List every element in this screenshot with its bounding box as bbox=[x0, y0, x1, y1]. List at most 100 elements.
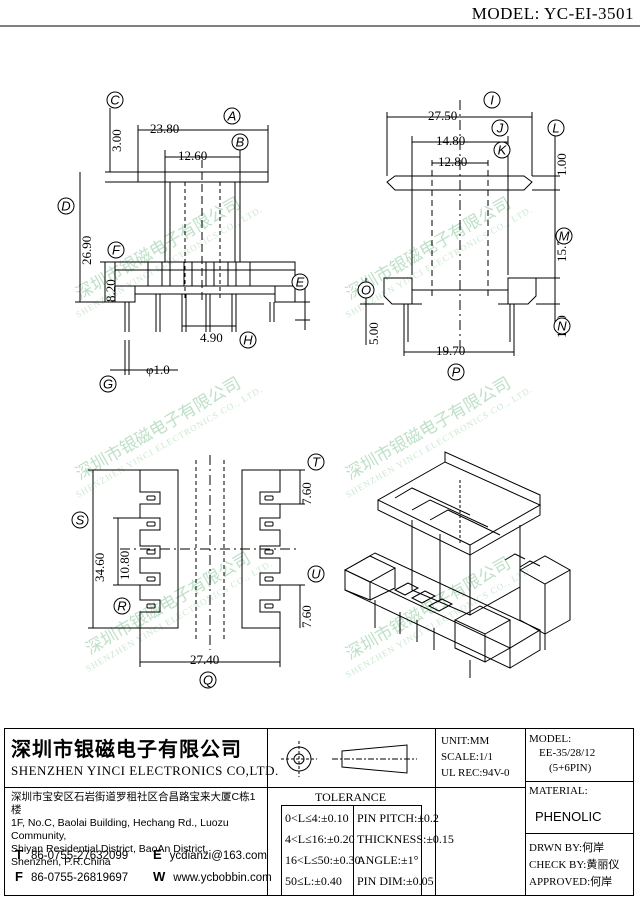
material-value: PHENOLIC bbox=[535, 809, 602, 824]
letter-bubble-i bbox=[483, 91, 501, 109]
letter-a: A bbox=[227, 109, 237, 124]
letter-r: R bbox=[117, 599, 126, 614]
dim-P: 19.70 bbox=[436, 343, 465, 358]
letter-bubble-n bbox=[553, 317, 571, 335]
tolerance-cell: PIN PITCH:±0.2 bbox=[357, 811, 439, 825]
dim-S: 34.60 bbox=[92, 553, 107, 582]
bottom-view: 34.60 10.80 7.60 7.60 27.40 bbox=[88, 455, 314, 667]
letter-u: U bbox=[311, 567, 321, 582]
letter-bubble-e bbox=[291, 273, 309, 291]
projection-symbol bbox=[281, 741, 417, 777]
letter-bubble-m bbox=[555, 227, 573, 245]
letter-bubble-p bbox=[447, 363, 465, 381]
company-name-cn: 深圳市银磁电子有限公司 bbox=[11, 737, 242, 761]
dim-T: 7.60 bbox=[299, 482, 314, 505]
dim-I: 27.50 bbox=[428, 108, 457, 123]
tolerance-cell: ANGLE:±1° bbox=[357, 853, 419, 867]
model-title: MODEL: YC-EI-3501 bbox=[471, 4, 634, 23]
watermark-cn-3: 深圳市银磁电子有限公司 bbox=[73, 374, 245, 485]
dim-U: 7.60 bbox=[299, 605, 314, 628]
dim-Q: 27.40 bbox=[190, 652, 219, 667]
letter-bubble-u bbox=[307, 565, 325, 583]
dim-J: 14.80 bbox=[436, 133, 465, 148]
dim-B: 12.60 bbox=[178, 148, 207, 163]
address: 深圳市宝安区石岩街道罗租社区合昌路宝来大厦C栋1楼 1F, No.C, Baol… bbox=[11, 791, 256, 868]
tolerance-cell: 16<L≤50:±0.30 bbox=[285, 853, 361, 867]
dim-F: 8.20 bbox=[103, 279, 118, 302]
letter-bubble-s bbox=[71, 511, 89, 529]
letter-bubble-l bbox=[547, 119, 565, 137]
letter-i: I bbox=[490, 93, 494, 108]
watermark-cn-5: 深圳市银磁电子有限公司 bbox=[83, 549, 255, 660]
letter-t: T bbox=[312, 455, 321, 470]
front-view: 23.80 12.60 3.00 26.90 8.20 4.90 φ1.0 bbox=[75, 108, 310, 377]
letter-d: D bbox=[61, 199, 70, 214]
isometric-view bbox=[343, 451, 572, 678]
dim-L: 1.00 bbox=[554, 153, 569, 176]
ul-label: UL REC:94V-0 bbox=[441, 767, 510, 779]
letter-bubble-d bbox=[57, 197, 75, 215]
watermark-cn-4: 深圳市银磁电子有限公司 bbox=[343, 374, 515, 485]
pins-value: (5+6PIN) bbox=[549, 762, 592, 774]
watermark-en-3: SHENZHEN YINCI ELECTRONICS CO., LTD. bbox=[74, 384, 264, 500]
dim-D: 26.90 bbox=[79, 236, 94, 265]
letter-g: G bbox=[103, 377, 113, 392]
letter-s: S bbox=[76, 513, 85, 528]
dim-O: 5.00 bbox=[366, 322, 381, 345]
letter-bubble-f bbox=[107, 241, 125, 259]
tolerance-cell: 0<L≤4:±0.10 bbox=[285, 811, 349, 825]
letter-e: E bbox=[296, 275, 305, 290]
unit-label: UNIT:MM bbox=[441, 735, 490, 747]
letter-m: M bbox=[559, 229, 570, 244]
dim-C: 3.00 bbox=[109, 129, 124, 152]
watermark-en-2: SHENZHEN YINCI ELECTRONICS CO., LTD. bbox=[344, 204, 534, 320]
letter-p: P bbox=[452, 365, 461, 380]
letter-bubble-c bbox=[106, 91, 124, 109]
letter-l: L bbox=[552, 121, 559, 136]
watermark-en-4: SHENZHEN YINCI ELECTRONICS CO., LTD. bbox=[344, 384, 534, 500]
letter-b: B bbox=[236, 135, 245, 150]
dim-H: 4.90 bbox=[200, 330, 223, 345]
letter-n: N bbox=[557, 319, 567, 334]
letter-bubble-j bbox=[491, 119, 509, 137]
watermark-en-5: SHENZHEN YINCI ELECTRONICS CO., LTD. bbox=[84, 558, 274, 674]
letter-bubble-t bbox=[307, 453, 325, 471]
letter-f: F bbox=[112, 243, 121, 258]
tolerance-cell: PIN DIM:±0.05 bbox=[357, 874, 434, 888]
dimension-letters: AB C D E F G H IJK L M N O P Q R S T U bbox=[57, 91, 573, 689]
letter-bubble-g bbox=[99, 375, 117, 393]
letter-bubble-q bbox=[199, 671, 217, 689]
letter-q: Q bbox=[203, 673, 213, 688]
letter-bubble-b bbox=[231, 133, 249, 151]
dim-A: 23.80 bbox=[150, 121, 179, 136]
tolerance-cell: THICKNESS:±0.15 bbox=[357, 832, 454, 846]
letter-h: H bbox=[243, 333, 253, 348]
material-label: MATERIAL: bbox=[529, 785, 588, 797]
model-label: MODEL: bbox=[529, 733, 572, 745]
dim-K: 12.80 bbox=[438, 154, 467, 169]
company-name-en: SHENZHEN YINCI ELECTRONICS CO,LTD. bbox=[11, 763, 279, 778]
tolerance-cell: 50≤L:±0.40 bbox=[285, 874, 342, 888]
technical-drawing: 深圳市银磁电子有限公司 SHENZHEN YINCI ELECTRONICS C… bbox=[0, 25, 640, 689]
letter-o: O bbox=[361, 283, 371, 298]
drawn-by: DRWN BY:何岸 bbox=[529, 842, 605, 854]
title-block: 深圳市银磁电子有限公司 SHENZHEN YINCI ELECTRONICS C… bbox=[4, 728, 634, 896]
letter-k: K bbox=[498, 143, 508, 158]
letter-bubble-o bbox=[357, 281, 375, 299]
scale-label: SCALE:1/1 bbox=[441, 751, 493, 763]
letter-c: C bbox=[110, 93, 120, 108]
model-value: EE-35/28/12 bbox=[539, 747, 596, 759]
letter-bubble-h bbox=[239, 331, 257, 349]
letter-bubble-r bbox=[113, 597, 131, 615]
letter-bubble-a bbox=[223, 107, 241, 125]
checked-by: CHECK BY:黄丽仪 bbox=[529, 859, 620, 871]
dim-G: φ1.0 bbox=[146, 362, 170, 377]
letter-j: J bbox=[496, 121, 504, 136]
watermark-cn-1: 深圳市银磁电子有限公司 bbox=[73, 194, 245, 305]
approved-by: APPROVED:何岸 bbox=[529, 876, 613, 888]
dim-R: 10.80 bbox=[117, 551, 132, 580]
